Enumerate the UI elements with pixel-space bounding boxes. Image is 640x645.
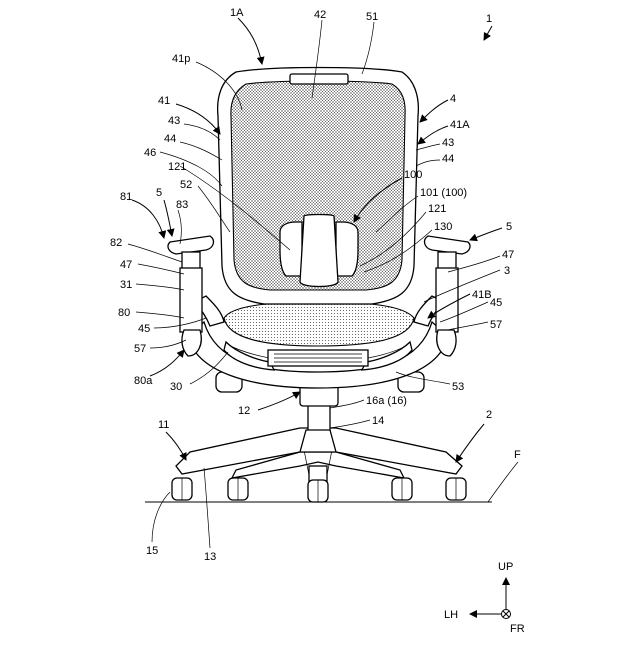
gas-column <box>300 384 338 452</box>
label-5-left: 5 <box>156 187 162 199</box>
label-11: 11 <box>158 419 169 431</box>
label-LH: LH <box>444 609 458 621</box>
label-41p: 41p <box>172 53 190 65</box>
label-F: F <box>514 449 521 461</box>
label-30: 30 <box>170 381 182 393</box>
label-44-left: 44 <box>164 133 176 145</box>
label-82: 82 <box>110 237 122 249</box>
label-43-right: 43 <box>442 137 454 149</box>
label-FR: FR <box>510 623 525 635</box>
label-1A: 1A <box>230 7 244 19</box>
lumbar-left-wing <box>280 222 302 276</box>
label-121-left: 121 <box>168 161 186 173</box>
lumbar-pad <box>300 215 338 287</box>
label-130: 130 <box>434 221 452 233</box>
label-57-left: 57 <box>134 343 146 355</box>
label-44-right: 44 <box>442 153 454 165</box>
label-80: 80 <box>118 307 130 319</box>
label-45-right: 45 <box>490 297 502 309</box>
label-47-left: 47 <box>120 259 132 271</box>
direction-axes <box>470 578 511 619</box>
label-41A: 41A <box>450 119 470 131</box>
top-handle <box>290 74 348 84</box>
caster <box>446 478 466 500</box>
label-45-left: 45 <box>138 323 150 335</box>
label-51: 51 <box>366 11 378 23</box>
label-41B: 41B <box>472 289 492 301</box>
label-80a: 80a <box>134 375 153 387</box>
caster <box>172 478 192 500</box>
label-1: 1 <box>486 13 492 25</box>
label-47-right: 47 <box>502 249 514 261</box>
label-UP: UP <box>498 561 513 573</box>
label-121-right: 121 <box>428 203 446 215</box>
backrest <box>194 68 444 327</box>
label-3: 3 <box>504 265 510 277</box>
label-5-right: 5 <box>506 221 512 233</box>
label-57-right: 57 <box>490 319 502 331</box>
caster <box>228 478 248 500</box>
label-41: 41 <box>158 95 170 107</box>
label-13: 13 <box>204 551 216 563</box>
label-100: 100 <box>404 169 422 181</box>
label-42: 42 <box>314 9 326 21</box>
label-83: 83 <box>176 199 188 211</box>
caster <box>392 478 412 500</box>
label-46: 46 <box>144 147 156 159</box>
label-16a: 16a (16) <box>366 395 407 407</box>
label-15: 15 <box>146 545 158 557</box>
label-101: 101 (100) <box>420 187 467 199</box>
label-52: 52 <box>180 179 192 191</box>
label-53: 53 <box>452 381 464 393</box>
label-14: 14 <box>372 415 384 427</box>
label-81: 81 <box>120 191 132 203</box>
caster <box>308 480 328 502</box>
lumbar-right-wing <box>336 222 358 276</box>
label-4: 4 <box>450 93 456 105</box>
label-31: 31 <box>120 279 132 291</box>
label-2: 2 <box>486 409 492 421</box>
label-12: 12 <box>238 405 250 417</box>
label-43-left: 43 <box>168 115 180 127</box>
